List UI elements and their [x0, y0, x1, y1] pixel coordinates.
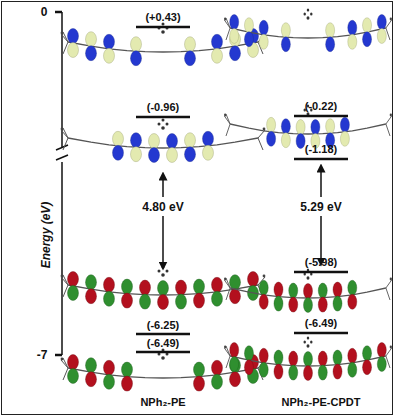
- energy-axis: [55, 12, 68, 355]
- molecule-name: NPh₂-PE-CPDT: [282, 396, 361, 409]
- gap-label: 5.29 eV: [300, 201, 341, 214]
- energy-value: (-1.18): [305, 143, 337, 156]
- energy-value: (-0.22): [305, 100, 337, 113]
- gap-arrows: [163, 168, 321, 266]
- energy-value: (+0.43): [145, 11, 180, 24]
- molecule-name: NPh₂-PE: [140, 396, 185, 409]
- energy-value: (-6.25): [147, 319, 179, 332]
- axis-tick-label: 0: [41, 6, 48, 19]
- energy-value: (-0.96): [147, 101, 179, 114]
- axis-title: Energy (eV): [40, 202, 53, 269]
- axis-tick-label: -7: [37, 349, 48, 362]
- energy-levels: [136, 27, 348, 352]
- orbital-illustrations: [61, 9, 392, 392]
- energy-value: (-5.98): [305, 256, 337, 269]
- energy-value: (-6.49): [147, 337, 179, 350]
- gap-label: 4.80 eV: [142, 201, 183, 214]
- energy-value: (-6.49): [305, 317, 337, 330]
